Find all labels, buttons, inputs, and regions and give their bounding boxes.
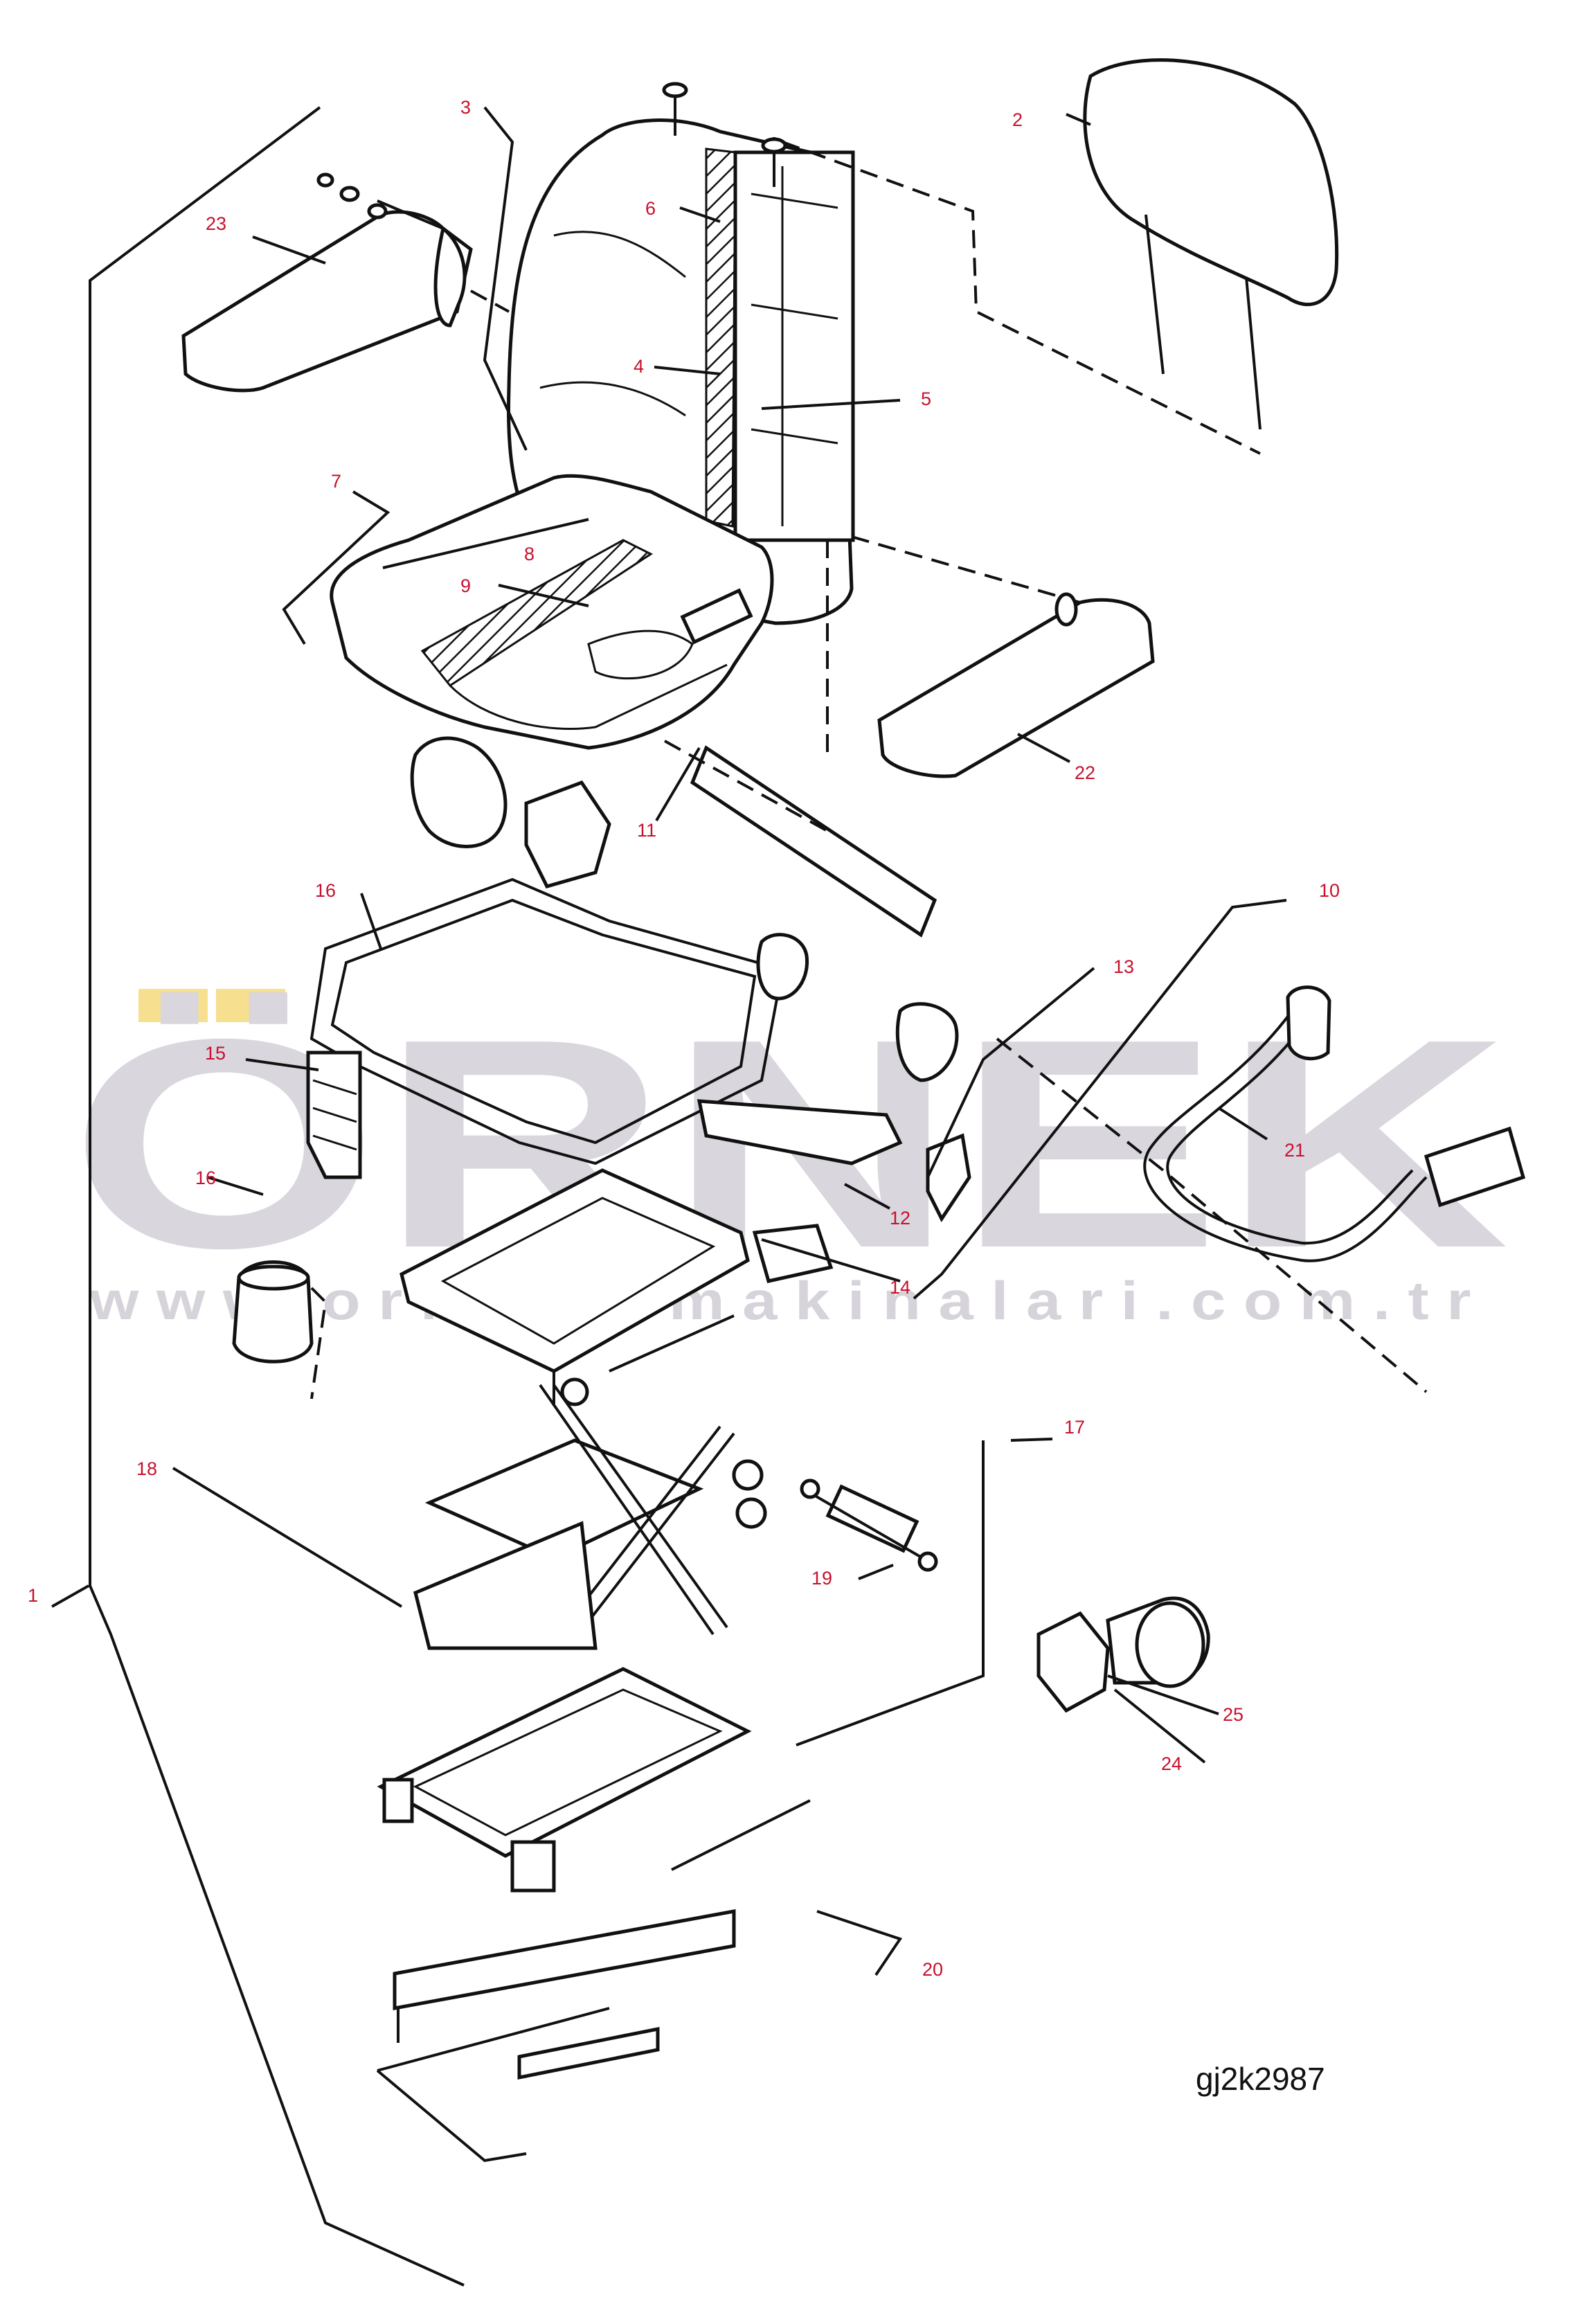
item-1-bracket bbox=[51, 106, 465, 2287]
watermark-url: www.ornekismakinalari.com.tr bbox=[89, 1270, 1489, 1331]
callout-9: 9 bbox=[460, 575, 471, 596]
callout-22: 22 bbox=[1075, 762, 1095, 783]
callout-labels: 1 2 3 4 5 6 7 8 9 10 11 12 13 14 15 16 1… bbox=[28, 97, 1340, 1980]
callout-4: 4 bbox=[634, 356, 644, 377]
callout-11: 11 bbox=[637, 820, 656, 841]
callout-6: 6 bbox=[645, 198, 656, 219]
slide-rails bbox=[376, 1909, 736, 2163]
callout-2: 2 bbox=[1012, 109, 1023, 130]
callout-13: 13 bbox=[1113, 956, 1134, 977]
callout-23: 23 bbox=[206, 213, 226, 234]
watermark-umlaut-left bbox=[138, 989, 208, 1022]
callout-25: 25 bbox=[1223, 1704, 1244, 1725]
callout-18: 18 bbox=[136, 1458, 157, 1479]
scissor-mechanism bbox=[413, 1377, 767, 1650]
seat-slide bbox=[697, 1099, 971, 1283]
armrest-left bbox=[181, 172, 510, 393]
callout-8: 8 bbox=[524, 544, 535, 564]
callout-5: 5 bbox=[921, 388, 931, 409]
callout-16a: 16 bbox=[315, 880, 336, 901]
callout-17: 17 bbox=[1064, 1417, 1085, 1438]
seat-cushion bbox=[330, 474, 829, 762]
callout-21: 21 bbox=[1284, 1140, 1305, 1161]
suspension-upper-frame bbox=[400, 1168, 750, 1406]
callout-16b: 16 bbox=[195, 1168, 216, 1188]
damper bbox=[800, 1478, 938, 1572]
air-spring bbox=[232, 1260, 327, 1400]
diagram-reference-code: gj2k2987 bbox=[1196, 2061, 1325, 2097]
leader-lines bbox=[172, 106, 1287, 1976]
watermark-umlaut-right bbox=[216, 989, 285, 1022]
callout-12: 12 bbox=[890, 1208, 910, 1228]
armrest-right bbox=[851, 535, 1155, 778]
callout-24: 24 bbox=[1161, 1753, 1182, 1774]
seat-belt bbox=[996, 985, 1526, 1393]
callout-14: 14 bbox=[890, 1277, 910, 1298]
callout-19: 19 bbox=[811, 1568, 832, 1589]
callout-1: 1 bbox=[28, 1585, 38, 1606]
callout-15: 15 bbox=[205, 1043, 226, 1064]
callout-7: 7 bbox=[331, 471, 341, 492]
base-frame bbox=[377, 1667, 811, 1893]
compressor bbox=[1036, 1596, 1210, 1713]
callout-10: 10 bbox=[1319, 880, 1340, 901]
callout-20: 20 bbox=[922, 1959, 943, 1980]
callout-3: 3 bbox=[460, 97, 471, 118]
headrest bbox=[782, 58, 1339, 455]
seat-frame bbox=[306, 736, 959, 1179]
